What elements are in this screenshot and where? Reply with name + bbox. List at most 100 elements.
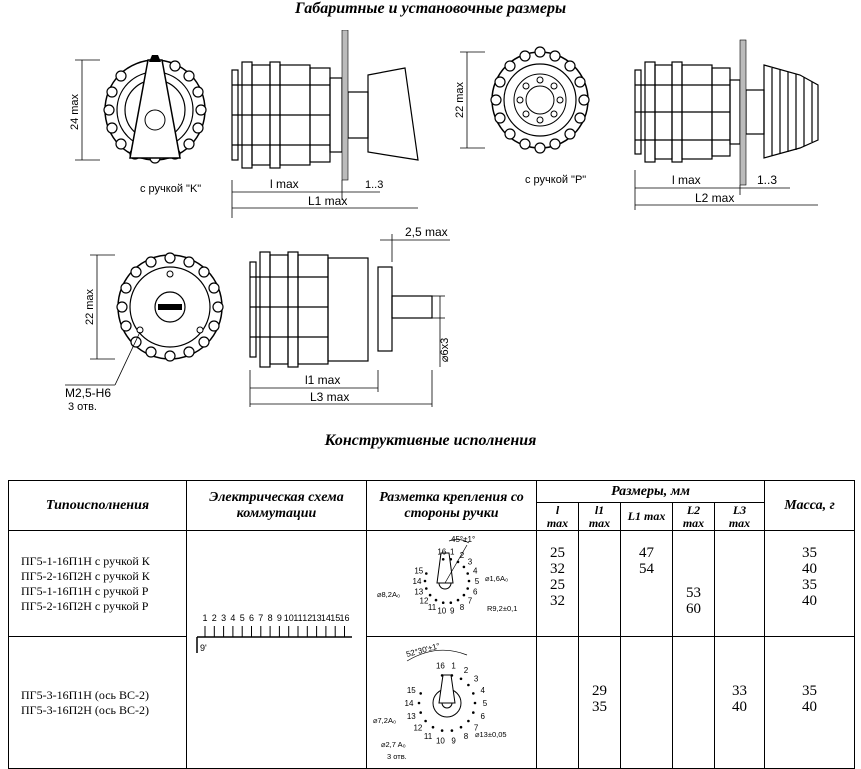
- marking-position-dot: [472, 692, 475, 695]
- gap-dim-k: 1..3: [365, 179, 383, 191]
- marking-position-dot: [459, 677, 463, 681]
- marking-position-label: 10: [437, 607, 446, 616]
- marking-position-label: 3: [474, 675, 479, 684]
- scheme-position-label: 4: [230, 613, 235, 623]
- scheme-position-label: 3: [221, 613, 226, 623]
- scheme-position-label: 11: [293, 613, 302, 623]
- marking-position-dot: [441, 558, 445, 561]
- marking-position-label: 14: [413, 577, 422, 586]
- marking1-d-holes: ⌀8,2A₀: [377, 590, 400, 599]
- scheme-position-label: 16: [339, 613, 349, 623]
- marking-position-dot: [441, 601, 445, 604]
- types-cell-2: ПГ5-3-16П1Н (ось ВС-2)ПГ5-3-16П2Н (ось В…: [8, 636, 187, 769]
- marking-position-dot: [419, 692, 422, 695]
- marking-position-label: 7: [474, 723, 479, 732]
- header-scheme: Электрическая схема коммутации: [186, 480, 367, 531]
- marking1-angle: 45°±1°: [451, 535, 475, 544]
- l1-values-1: [578, 530, 621, 637]
- marking-position-label: 6: [480, 712, 485, 721]
- marking-position-dot: [440, 729, 444, 732]
- marking-position-label: 2: [464, 666, 469, 675]
- scheme-common: 9': [200, 643, 207, 653]
- L2-dim: L2 max: [695, 191, 734, 205]
- marking-position-label: 8: [460, 603, 465, 612]
- marking-position-label: 2: [460, 551, 465, 560]
- marking-position-label: 15: [407, 686, 416, 695]
- marking-position-dot: [450, 729, 454, 732]
- marking-position-dot: [462, 593, 466, 597]
- front-view-k: [103, 55, 207, 164]
- designs-heading: Конструктивные исполнения: [324, 432, 537, 449]
- marking-position-dot: [462, 565, 466, 569]
- header-marking: Разметка крепления со стороны ручки: [366, 480, 537, 531]
- side-view-axis: [249, 251, 433, 368]
- scheme-position-label: 12: [302, 613, 312, 623]
- height-dim-k: 24 max: [69, 93, 81, 130]
- marking-position-label: 7: [468, 596, 473, 605]
- marking-position-label: 6: [473, 587, 478, 596]
- marking-position-label: 4: [473, 567, 478, 576]
- marking-position-label: 9: [451, 736, 456, 745]
- dimensions-heading: Габаритные и установочные размеры: [294, 0, 567, 17]
- marking-position-dot: [425, 572, 428, 575]
- scheme-position-label: 2: [212, 613, 217, 623]
- side-view-k: [231, 61, 419, 169]
- header-sizes: Размеры, мм: [536, 480, 765, 503]
- scheme-position-label: 15: [330, 613, 340, 623]
- header-mass: Масса, г: [764, 480, 855, 531]
- L1-dim: L1 max: [308, 194, 347, 208]
- l-dim-k: l max: [270, 177, 299, 191]
- table-row: ПГ5-3-16П1Н (ось ВС-2)ПГ5-3-16П2Н (ось В…: [8, 636, 855, 769]
- hole-count: 3 отв.: [68, 401, 97, 413]
- marking-position-label: 9: [450, 607, 455, 616]
- L3-values-1: [714, 530, 765, 637]
- marking-position-label: 11: [428, 603, 437, 612]
- marking-position-label: 3: [468, 558, 473, 567]
- marking-position-dot: [459, 725, 463, 729]
- shaft-length-dim: 2,5 max: [405, 225, 448, 239]
- marking-position-dot: [450, 674, 454, 677]
- marking2-angle: 52°30'±1°: [405, 641, 441, 659]
- marking-position-label: 13: [407, 712, 416, 721]
- marking-position-dot: [434, 598, 438, 602]
- marking-position-label: 5: [475, 577, 480, 586]
- drawing-axis: 22 max M2,5-H6 3 отв. 2,5 max ⌀6x3 l1 ma…: [65, 225, 451, 413]
- scheme-position-label: 9: [277, 613, 282, 623]
- front-view-p: [490, 46, 590, 154]
- header-type: Типоисполнения: [8, 480, 187, 531]
- marking1-d-small: ⌀1,6A₀: [485, 574, 508, 583]
- hole-label: M2,5-H6: [65, 386, 111, 400]
- marking-position-dot: [417, 701, 421, 705]
- marking-position-dot: [467, 683, 470, 687]
- marking-position-dot: [419, 711, 422, 714]
- l-dim-p: l max: [672, 173, 701, 187]
- L3-dim: L3 max: [310, 390, 349, 404]
- marking-position-dot: [424, 719, 427, 723]
- marking2-holes: 3 отв.: [387, 752, 407, 761]
- marking-position-dot: [466, 587, 469, 590]
- l1-dim: l1 max: [305, 373, 340, 387]
- scheme-position-label: 13: [312, 613, 322, 623]
- marking-position-label: 13: [414, 587, 423, 596]
- scheme-position-label: 8: [268, 613, 273, 623]
- marking-position-label: 12: [420, 596, 429, 605]
- marking2-d-holes: ⌀7,2A₀: [373, 716, 396, 725]
- marking-position-dot: [473, 701, 477, 705]
- front-view-axis: [116, 252, 224, 362]
- marking-position-label: 14: [405, 699, 414, 708]
- scheme-position-label: 1: [202, 613, 207, 623]
